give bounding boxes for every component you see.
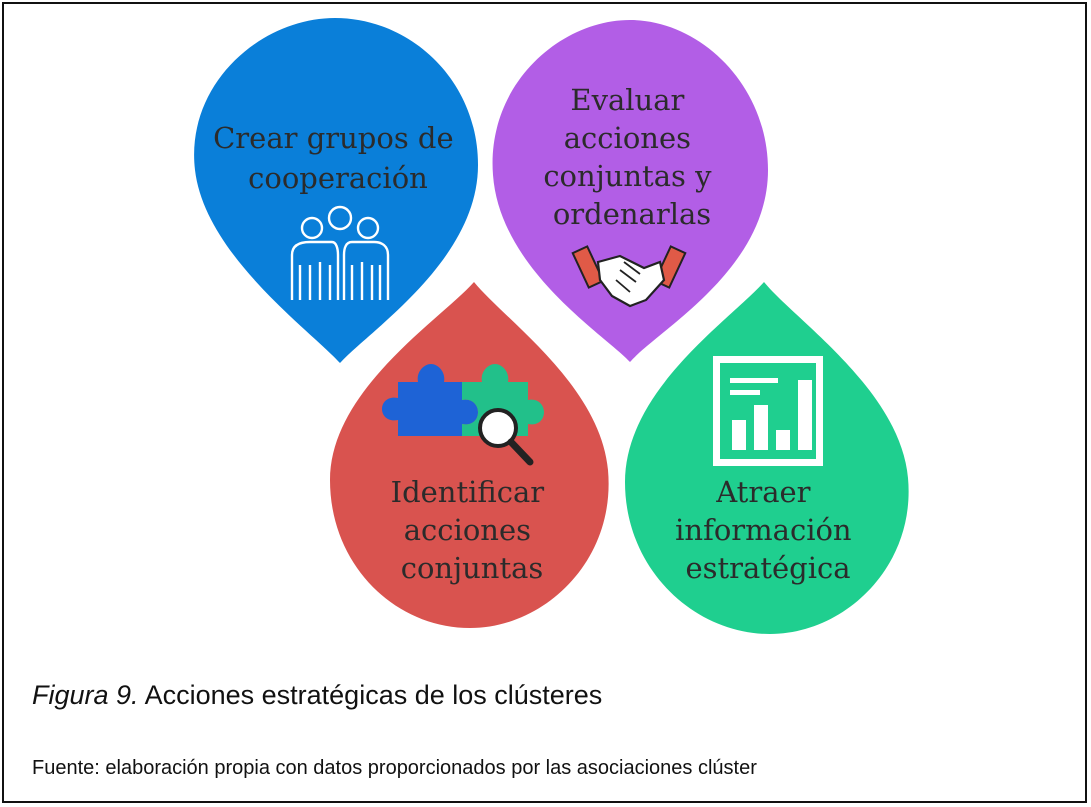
drop-crear-label: Crear grupos de cooperación [213, 121, 463, 195]
drop-crear-shape [194, 18, 478, 363]
drop-evaluar-shape [492, 20, 768, 362]
team-icon [290, 205, 390, 300]
figure-title: Acciones estratégicas de los clústeres [144, 680, 603, 710]
puzzle-search-icon [382, 364, 544, 466]
bar-chart-icon [713, 356, 823, 466]
handshake-icon [571, 245, 687, 308]
drop-identificar: Identificar acciones conjuntas [330, 282, 609, 628]
drop-atraer-label: Atraer información estratégica [675, 475, 861, 585]
drop-identificar-shape [330, 282, 609, 628]
drop-atraer: Atraer información estratégica [625, 282, 909, 634]
drop-identificar-label: Identificar acciones conjuntas [391, 475, 554, 585]
figure-caption: Figura 9. Acciones estratégicas de los c… [32, 680, 602, 711]
drop-atraer-shape [625, 282, 909, 634]
figure-source: Fuente: elaboración propia con datos pro… [32, 757, 757, 779]
drop-crear: Crear grupos de cooperación [194, 18, 478, 363]
figure-label: Figura 9. [32, 680, 139, 710]
drop-evaluar: Evaluar acciones conjuntas y ordenarlas [492, 20, 768, 362]
diagram: Crear grupos de cooperación Evaluar acci… [194, 18, 909, 634]
drop-evaluar-label: Evaluar acciones conjuntas y ordenarlas [543, 83, 720, 231]
